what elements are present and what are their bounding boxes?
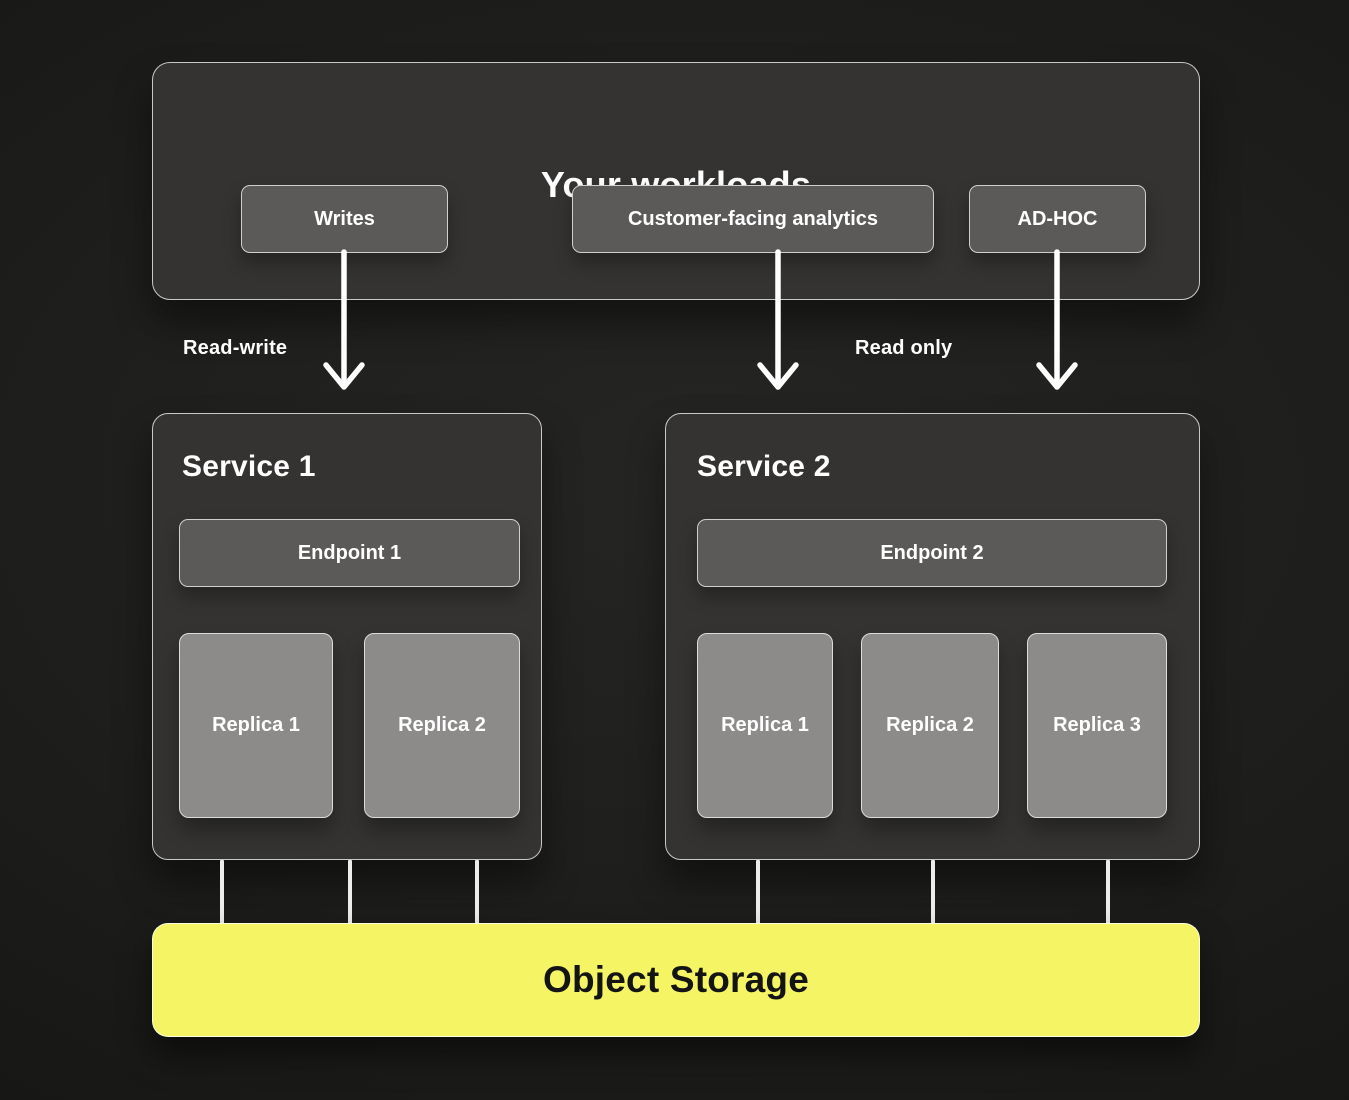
- service-1-storage-connector-2: [348, 860, 352, 924]
- service-1-replica-2: Replica 2: [364, 633, 520, 818]
- workload-writes: Writes: [241, 185, 448, 253]
- arrow-analytics-head-icon: [757, 362, 799, 390]
- service-1-replica-1: Replica 1: [179, 633, 333, 818]
- workloads-panel: Your workloads Writes Customer-facing an…: [152, 62, 1200, 300]
- service-1-storage-connector-1: [220, 860, 224, 924]
- service-2-storage-connector-3: [1106, 860, 1110, 924]
- service-2-replica-1: Replica 1: [697, 633, 833, 818]
- service-2-title: Service 2: [697, 450, 831, 483]
- service-1-panel: Service 1 Endpoint 1 Replica 1 Replica 2: [152, 413, 542, 860]
- service-2-storage-connector-1: [756, 860, 760, 924]
- read-only-label: Read only: [855, 337, 953, 359]
- service-1-title: Service 1: [182, 450, 316, 483]
- service-2-storage-connector-2: [931, 860, 935, 924]
- service-1-endpoint: Endpoint 1: [179, 519, 520, 587]
- read-write-label: Read-write: [183, 337, 288, 359]
- arrow-writes-head-icon: [323, 362, 365, 390]
- service-2-replica-3: Replica 3: [1027, 633, 1167, 818]
- service-2-panel: Service 2 Endpoint 2 Replica 1 Replica 2…: [665, 413, 1200, 860]
- workload-customer-facing-analytics: Customer-facing analytics: [572, 185, 934, 253]
- workload-ad-hoc: AD-HOC: [969, 185, 1146, 253]
- service-2-endpoint: Endpoint 2: [697, 519, 1167, 587]
- object-storage-bar: Object Storage: [152, 923, 1200, 1037]
- arrow-adhoc-head-icon: [1036, 362, 1078, 390]
- service-1-storage-connector-3: [475, 860, 479, 924]
- service-2-replica-2: Replica 2: [861, 633, 999, 818]
